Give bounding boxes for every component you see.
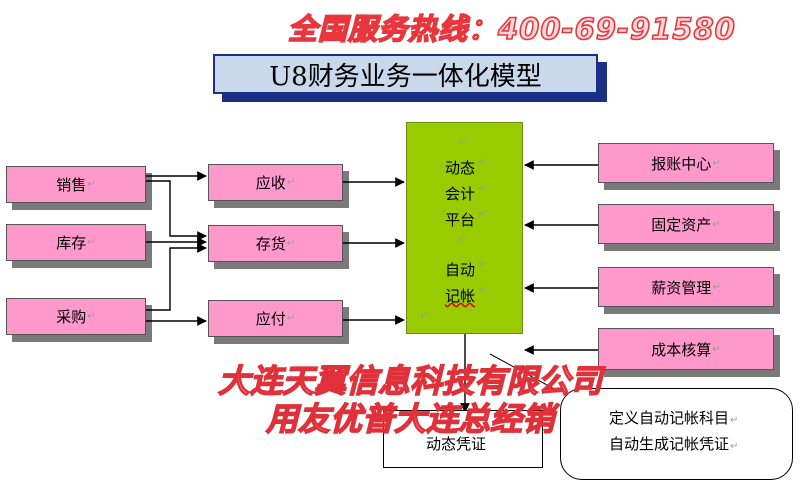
box-payables: 应付↵ xyxy=(208,300,343,337)
box-fixed-assets: 固定资产↵ xyxy=(598,204,774,244)
paragraph-mark: ↵ xyxy=(87,237,96,248)
platform-line-1: 动态 xyxy=(445,159,476,177)
platform-line-3: 平台 xyxy=(445,211,476,229)
box-reimbursement-center-label: 报账中心 xyxy=(651,154,712,173)
paragraph-mark: ↵ xyxy=(478,183,487,194)
paragraph-mark: ↵ xyxy=(286,177,296,188)
paragraph-mark: ↵ xyxy=(712,343,721,355)
accounting-platform: ↵ 动态↵ 会计↵ 平台↵ ↵ 自动↵ 记帐↵ ↵ xyxy=(406,122,523,334)
box-inventory: 库存↵ xyxy=(6,224,146,261)
watermark-line-2: 用友优普大连总经销 xyxy=(265,399,554,438)
paragraph-mark: ↵ xyxy=(478,259,487,270)
box-stock-label: 存货 xyxy=(255,235,286,253)
voucher-box: 动态凭证 xyxy=(383,410,543,468)
arrow-purchasing-stock xyxy=(146,243,207,311)
box-inventory-label: 库存 xyxy=(56,234,87,252)
box-fixed-assets-label: 固定资产 xyxy=(651,215,712,234)
paragraph-mark: ↵ xyxy=(478,285,487,296)
paragraph-mark: ↵ xyxy=(286,313,296,324)
paragraph-mark: ↵ xyxy=(478,209,487,220)
platform-line-4: 自动 xyxy=(445,261,476,279)
paragraph-mark: ↵ xyxy=(730,415,739,426)
paragraph-mark: ↵ xyxy=(478,157,487,168)
note-box-line-2: 自动生成记帐凭证 xyxy=(609,435,730,453)
box-sales: 销售↵ xyxy=(6,166,146,203)
paragraph-mark: ↵ xyxy=(730,441,739,452)
note-box: 定义自动记帐科目↵ 自动生成记帐凭证↵ xyxy=(560,388,793,480)
watermark-line-1: 大连天翼信息科技有限公司 xyxy=(217,361,602,400)
box-receivables-label: 应收 xyxy=(255,174,286,192)
paragraph-mark: ↵ xyxy=(286,238,296,249)
paragraph-mark: ↵ xyxy=(87,179,96,190)
arrow-sales-stock xyxy=(146,180,207,241)
box-receivables: 应收↵ xyxy=(208,164,343,201)
voucher-box-label: 动态凭证 xyxy=(426,435,487,453)
diagram-title: U8财务业务一体化模型 xyxy=(213,54,598,94)
box-reimbursement-center: 报账中心↵ xyxy=(598,143,774,183)
box-payroll-label: 薪资管理 xyxy=(651,278,712,297)
paragraph-mark: ↵ xyxy=(712,157,721,169)
platform-line-5: 记帐 xyxy=(445,287,476,305)
box-stock: 存货↵ xyxy=(208,225,343,262)
paragraph-mark: ↵ xyxy=(712,218,721,230)
paragraph-mark: ↵ xyxy=(420,311,429,322)
paragraph-mark: ↵ xyxy=(458,235,467,246)
box-purchasing: 采购↵ xyxy=(6,298,146,335)
box-payroll: 薪资管理↵ xyxy=(598,267,774,307)
paragraph-mark: ↵ xyxy=(712,281,721,293)
box-payables-label: 应付 xyxy=(255,310,286,328)
connector-note xyxy=(489,353,561,393)
note-box-line-1: 定义自动记帐科目 xyxy=(609,409,730,427)
box-cost-accounting-label: 成本核算 xyxy=(651,340,712,359)
paragraph-mark: ↵ xyxy=(458,137,467,148)
box-sales-label: 销售 xyxy=(56,176,87,194)
platform-line-2: 会计 xyxy=(445,185,476,203)
box-cost-accounting: 成本核算↵ xyxy=(598,328,774,370)
hotline-banner: 全国服务热线：400-69-91580 xyxy=(287,11,736,47)
note-line: 定义自动记帐科目↵ xyxy=(609,407,738,428)
box-purchasing-label: 采购 xyxy=(56,308,87,326)
note-line: 自动生成记帐凭证↵ xyxy=(609,433,738,454)
paragraph-mark: ↵ xyxy=(87,311,96,322)
